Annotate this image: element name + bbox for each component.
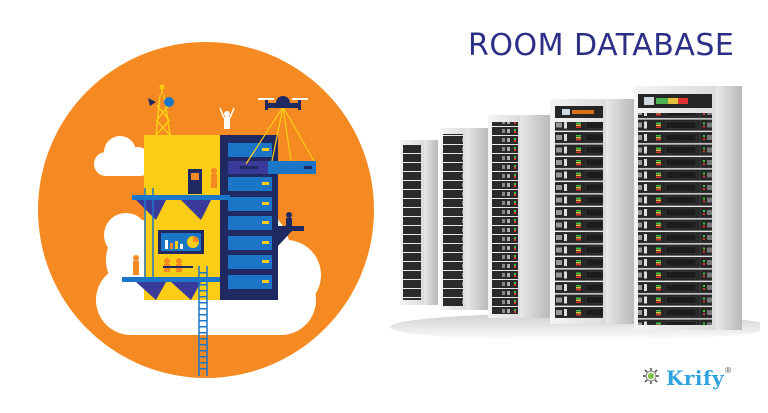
registered-mark: ® (725, 365, 732, 375)
person-icon (219, 107, 235, 129)
krify-logo[interactable]: Krify® (642, 366, 731, 390)
server-rack-5 (634, 86, 742, 330)
brand-name: Krify (666, 366, 725, 390)
gear-eye-icon (642, 367, 660, 390)
server-rack-3 (488, 115, 550, 318)
server-racks-photo (380, 82, 768, 347)
page-title: ROOM DATABASE (468, 28, 735, 63)
server-rack-1 (400, 140, 438, 305)
server-rack-4 (550, 99, 634, 324)
drone-icon (258, 96, 308, 110)
satellite-dish-icon (164, 97, 174, 107)
small-cloud-icon (94, 136, 152, 176)
cloud-data-center-illustration (36, 40, 376, 380)
server-rack-2 (440, 128, 488, 310)
chart-monitor-icon (158, 230, 204, 254)
door (188, 169, 202, 194)
